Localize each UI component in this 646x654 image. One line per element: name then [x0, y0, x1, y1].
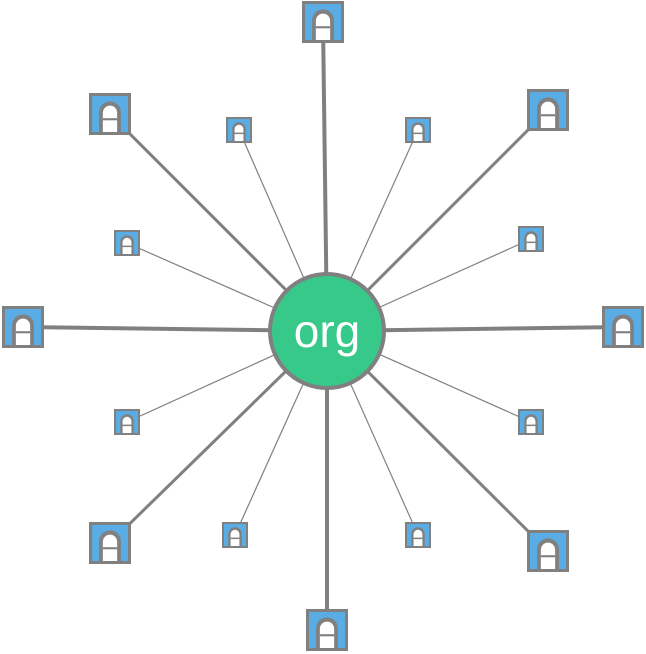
node-arch-bar: [540, 555, 556, 558]
center-label: org: [294, 305, 360, 357]
node-arch-bar: [230, 537, 240, 540]
lock-tunnel-icon[interactable]: [222, 522, 248, 548]
node-arch-bar: [102, 118, 118, 121]
lock-tunnel-icon[interactable]: [405, 522, 431, 548]
node-arch-bar: [315, 26, 331, 29]
lock-tunnel-icon[interactable]: [89, 522, 131, 564]
lock-tunnel-icon[interactable]: [405, 117, 431, 143]
node-arch-bar: [413, 537, 423, 540]
node-arch-bar: [234, 132, 244, 135]
node-arch-bar: [540, 114, 556, 117]
node-arch-bar: [413, 132, 423, 135]
lock-tunnel-icon[interactable]: [89, 93, 131, 135]
lock-tunnel-icon[interactable]: [2, 306, 44, 348]
lock-tunnel-icon[interactable]: [114, 230, 140, 256]
lock-tunnel-icon[interactable]: [306, 609, 348, 651]
node-arch-bar: [526, 424, 536, 427]
lock-tunnel-icon[interactable]: [518, 409, 544, 435]
node-arch-bar: [319, 634, 335, 637]
lock-tunnel-icon[interactable]: [602, 306, 644, 348]
lock-tunnel-icon[interactable]: [114, 409, 140, 435]
node-arch-bar: [526, 241, 536, 244]
lock-tunnel-icon[interactable]: [527, 89, 569, 131]
lock-tunnel-icon[interactable]: [518, 226, 544, 252]
lock-tunnel-icon[interactable]: [226, 117, 252, 143]
center-node[interactable]: org: [268, 272, 386, 390]
node-arch-bar: [615, 331, 631, 334]
node-arch-bar: [122, 424, 132, 427]
center-circle: [268, 272, 386, 390]
lock-tunnel-icon[interactable]: [302, 1, 344, 43]
node-arch-bar: [102, 547, 118, 550]
node-arch-bar: [15, 331, 31, 334]
lock-tunnel-icon[interactable]: [527, 530, 569, 572]
node-arch-bar: [122, 245, 132, 248]
